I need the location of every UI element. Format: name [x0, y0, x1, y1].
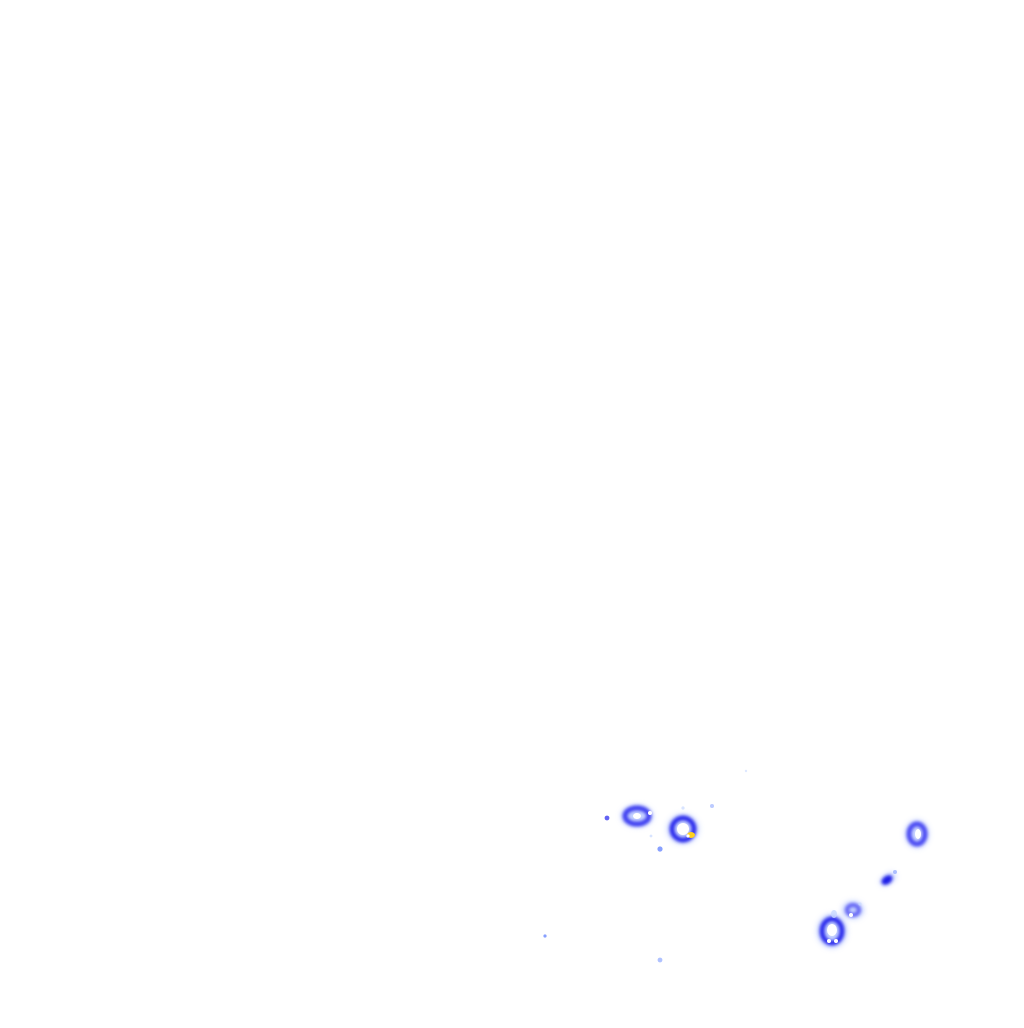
blob-f-highlight-right [834, 939, 838, 943]
blob-c [905, 820, 929, 848]
blob-b [667, 814, 699, 844]
blob-f [817, 910, 847, 948]
blob-d [880, 872, 896, 886]
blob-a [621, 805, 653, 827]
scatter-specks [543, 769, 897, 963]
blob-a-highlight [648, 811, 652, 815]
blob-e [842, 901, 864, 919]
blob-f-highlight-left [827, 939, 831, 943]
